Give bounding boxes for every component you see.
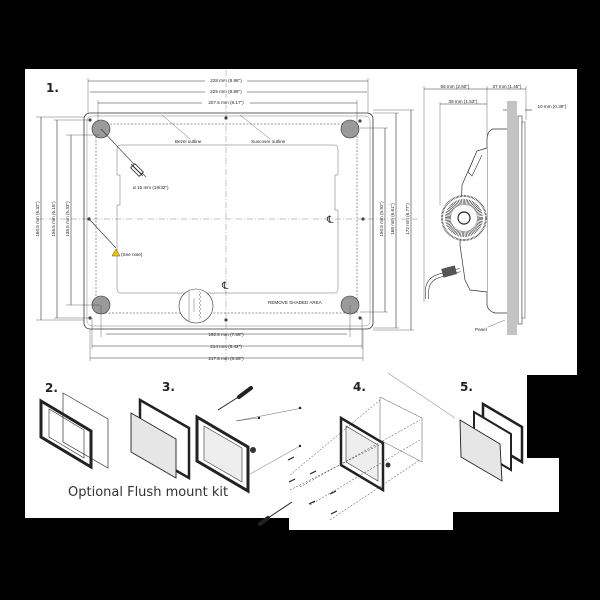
dim-207-5: 207.5 mm (8.17")	[208, 100, 244, 105]
bezel-leader	[161, 114, 191, 140]
dim-156-5: 156.5 mm (6.16")	[51, 201, 56, 237]
suncover-leader	[239, 114, 271, 140]
drill-bit-icon	[130, 163, 144, 177]
step-3-illustration: 3.	[130, 380, 303, 494]
dim-168: 168 mm (6.61")	[390, 203, 395, 235]
remove-shaded-label: REMOVE SHADED AREA	[268, 300, 323, 305]
dim-192-5: 192.5 mm (7.58")	[208, 332, 244, 337]
dim-217-5: 217.5 mm (8.56")	[208, 356, 244, 361]
see-note-label: (See note)	[121, 252, 143, 257]
bezel-side	[517, 115, 523, 325]
display-outline	[116, 144, 339, 294]
screwdriver-icon	[217, 386, 253, 411]
dim-37: 37 mm (1.45")	[493, 84, 522, 89]
screw-guides	[235, 407, 303, 475]
step-2-label: 2.	[45, 381, 58, 395]
dim-135-5: 135.5 mm (5.33")	[65, 201, 70, 237]
side-view: 66 mm (2.60") 37 mm (1.45") 39 mm (1.53"…	[423, 84, 567, 335]
warning-icon	[111, 248, 121, 257]
flush-mount-kit-caption: Optional Flush mount kit	[68, 485, 228, 500]
bezel-outline	[83, 112, 374, 330]
dim-160-5: 160.5 mm (6.32")	[35, 201, 40, 237]
step-2-illustration: 2.	[39, 381, 109, 470]
top-dimensions: 228 mm (8.98") 225 mm (8.86") 207.5 mm (…	[87, 77, 369, 122]
dim-10: 10 mm (0.39")	[538, 104, 567, 109]
dim-214: 214 mm (8.42")	[210, 344, 242, 349]
step-3-label: 3.	[162, 380, 175, 394]
dim-172: 172 mm (6.77")	[405, 203, 410, 235]
front-view: 1. ø 15 mm (19/32") (See	[35, 70, 420, 366]
step-4-illustration: 4.	[258, 372, 456, 526]
note-leader	[88, 218, 117, 249]
screwdriver-icon	[258, 501, 293, 526]
centerline-symbol: ℄	[326, 215, 334, 226]
hole-size-label: ø 15 mm (19/32")	[133, 185, 169, 190]
suncover-outline-label: Suncover outline	[251, 139, 286, 144]
dim-225: 225 mm (8.86")	[210, 89, 242, 94]
step-4-label: 4.	[353, 380, 366, 394]
step-5-label: 5.	[460, 380, 473, 394]
screws	[287, 456, 338, 515]
screw-holes	[87, 116, 365, 322]
bezel-outline-label: Bezel outline	[175, 139, 202, 144]
dim-150-5: 150.5 mm (5.92")	[379, 201, 384, 237]
right-dimensions: 150.5 mm (5.92") 168 mm (6.61") 172 mm (…	[360, 109, 414, 331]
cutout-shaded-area	[95, 123, 358, 314]
mounting-panel	[507, 101, 517, 335]
screw-guide-lines	[289, 399, 421, 521]
suncover-outline	[86, 115, 371, 327]
bottom-dimensions: 192.5 mm (7.58") 214 mm (8.42") 217.5 mm…	[89, 305, 364, 361]
corner-hole	[340, 119, 360, 139]
panel-label: Panel	[475, 327, 487, 332]
step-5-illustration: 5.	[459, 380, 524, 482]
dim-39: 39 mm (1.53")	[449, 99, 478, 104]
left-dimensions: 160.5 mm (6.32") 156.5 mm (6.16") 135.5 …	[35, 116, 100, 321]
centerline-symbol: ℄	[221, 281, 229, 292]
dim-228: 228 mm (8.98")	[210, 78, 242, 83]
magnifier-detail	[178, 288, 214, 324]
dim-66: 66 mm (2.60")	[441, 84, 470, 89]
step-1-label: 1.	[46, 81, 59, 95]
device-body	[486, 128, 507, 314]
